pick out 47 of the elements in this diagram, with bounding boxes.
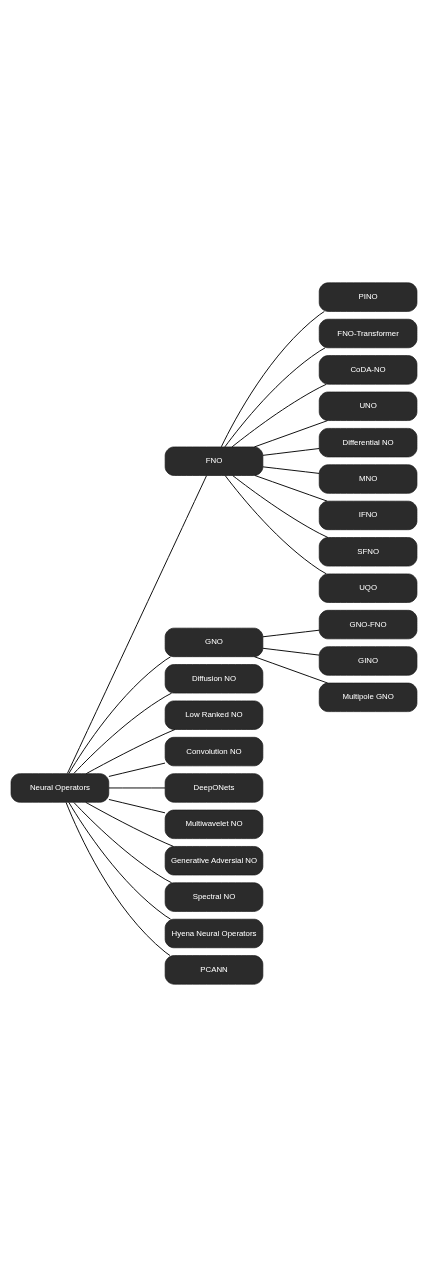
connector <box>108 786 166 788</box>
connector <box>262 647 320 656</box>
connector <box>224 474 327 574</box>
node-box: GNO <box>164 627 264 657</box>
connector <box>108 798 166 813</box>
node-box: SFNO <box>318 536 418 566</box>
node-box: Neural Operators <box>10 772 110 803</box>
connector <box>262 447 320 456</box>
node-box: Generative Adversial NO <box>164 845 264 875</box>
node-box: FNO <box>164 446 264 476</box>
node-box: CoDA-NO <box>318 354 418 384</box>
connector <box>73 801 173 883</box>
node-box: Multipole GNO <box>318 682 418 712</box>
connector <box>224 346 326 447</box>
connector <box>66 474 208 774</box>
node-box: MNO <box>318 463 418 494</box>
connector <box>254 474 328 502</box>
connector <box>68 655 172 774</box>
connector <box>68 801 172 920</box>
node-box: Convolution NO <box>164 736 264 766</box>
connector <box>85 728 176 774</box>
node-box: UNO <box>318 391 418 421</box>
connector <box>220 310 325 447</box>
node-box: Diffusion NO <box>164 663 264 693</box>
node-box: Low Ranked NO <box>164 700 264 730</box>
connector <box>231 383 327 447</box>
node-box: Spectral NO <box>164 882 264 912</box>
node-box: PCANN <box>164 954 264 984</box>
connector <box>65 801 171 956</box>
node-box: Hyena Neural Operators <box>164 918 264 948</box>
connector <box>108 762 166 777</box>
connector <box>73 692 173 774</box>
node-box: UQO <box>318 573 418 603</box>
node-box: Differential NO <box>318 427 418 457</box>
connector <box>262 465 320 474</box>
node-box: Multiwavelet NO <box>164 809 264 839</box>
node-box: IFNO <box>318 500 418 530</box>
connector <box>253 655 329 684</box>
node-box: GNO-FNO <box>318 609 418 639</box>
connector <box>85 801 174 847</box>
connector <box>232 474 329 538</box>
node-box: PINO <box>318 282 418 312</box>
node-box: FNO-Transformer <box>318 318 418 348</box>
node-box: DeepONets <box>164 772 264 803</box>
connector <box>253 419 329 447</box>
connector <box>262 629 320 637</box>
node-box: GINO <box>318 645 418 676</box>
